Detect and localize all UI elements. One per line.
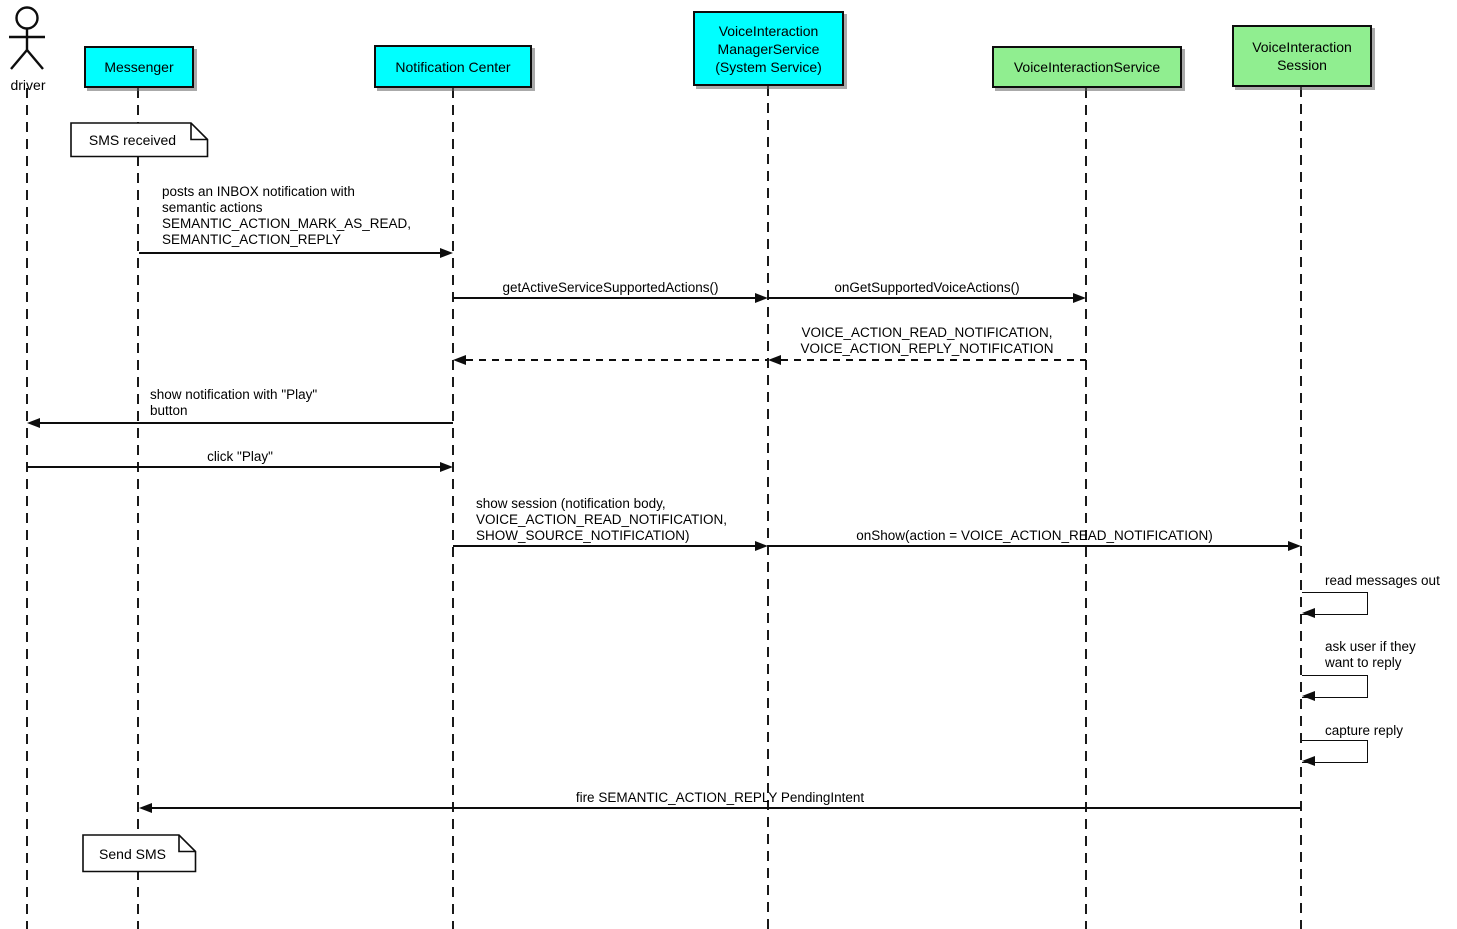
note-shape-icon (82, 834, 197, 873)
arrowhead-left-icon (27, 418, 40, 428)
message-line (453, 297, 757, 299)
arrowhead-right-icon (755, 293, 768, 303)
actor-icon (9, 6, 45, 70)
participant-voiceinteraction-managerservice: VoiceInteraction ManagerService (System … (693, 11, 844, 86)
message-label-fire-reply: fire SEMANTIC_ACTION_REPLY PendingIntent (575, 790, 865, 805)
lifeline-voiceinteractionservice (1085, 88, 1087, 929)
message-line (40, 422, 453, 424)
message-label-on-show: onShow(action = VOICE_ACTION_READ_NOTIFI… (856, 528, 1213, 543)
message-label-voice-actions-return: VOICE_ACTION_READ_NOTIFICATION, VOICE_AC… (800, 325, 1054, 356)
note-sms-received: SMS received (70, 122, 209, 158)
participant-label-line: Session (1277, 57, 1327, 73)
message-line (768, 297, 1075, 299)
participant-label-line: VoiceInteraction (718, 22, 819, 39)
message-label-post-inbox: posts an INBOX notification with semanti… (162, 184, 412, 247)
message-label-read-messages: read messages out (1325, 573, 1440, 588)
actor-driver: driver (0, 5, 56, 93)
arrowhead-right-icon (440, 248, 453, 258)
participant-label-line: ManagerService (717, 40, 820, 57)
message-label-get-active-actions: getActiveServiceSupportedActions() (502, 280, 719, 295)
participant-messenger: Messenger (84, 46, 194, 88)
participant-label: VoiceInteractionService (1013, 59, 1161, 75)
lifeline-voiceinteraction-managerservice (767, 86, 769, 929)
lifeline-voiceinteraction-session (1300, 87, 1302, 929)
lifeline-driver (26, 88, 28, 929)
self-message-loop (1302, 675, 1368, 698)
participant-voiceinteraction-session: VoiceInteraction Session (1232, 25, 1372, 87)
arrowhead-right-icon (755, 541, 768, 551)
self-message-loop (1302, 592, 1368, 615)
actor-label: driver (10, 77, 46, 93)
participant-label: Notification Center (395, 58, 511, 75)
message-line-dashed (466, 359, 767, 361)
self-message-loop (1302, 740, 1368, 763)
arrowhead-right-icon (1073, 293, 1086, 303)
message-line (453, 545, 757, 547)
arrowhead-left-icon (1302, 756, 1315, 766)
note-text: SMS received (88, 132, 177, 148)
note-shape-icon (70, 122, 209, 158)
message-label-capture-reply: capture reply (1325, 723, 1404, 738)
message-line (768, 545, 1290, 547)
message-label-on-get-supported: onGetSupportedVoiceActions() (834, 280, 1020, 295)
participant-label-line: VoiceInteraction (1252, 39, 1352, 55)
note-send-sms: Send SMS (82, 834, 197, 873)
message-line (152, 807, 1301, 809)
message-line (27, 466, 442, 468)
participant-notification-center: Notification Center (374, 45, 532, 88)
message-label-show-session: show session (notification body, VOICE_A… (476, 496, 728, 543)
lifeline-messenger (137, 88, 139, 929)
message-label-ask-user: ask user if they want to reply (1325, 639, 1416, 670)
participant-label-line: (System Service) (715, 58, 822, 75)
message-line-dashed (781, 359, 1086, 361)
message-label-click-play: click "Play" (207, 449, 273, 464)
arrowhead-right-icon (440, 462, 453, 472)
note-text: Send SMS (99, 845, 166, 862)
arrowhead-left-icon (453, 355, 466, 365)
participant-voiceinteractionservice: VoiceInteractionService (992, 46, 1182, 88)
arrowhead-left-icon (139, 803, 152, 813)
message-label-show-notification: show notification with "Play" button (150, 387, 318, 418)
lifeline-notification-center (452, 88, 454, 929)
message-line (139, 252, 442, 254)
arrowhead-left-icon (1302, 608, 1315, 618)
arrowhead-left-icon (768, 355, 781, 365)
arrowhead-left-icon (1302, 691, 1315, 701)
arrowhead-right-icon (1288, 541, 1301, 551)
participant-label: Messenger (104, 59, 174, 75)
